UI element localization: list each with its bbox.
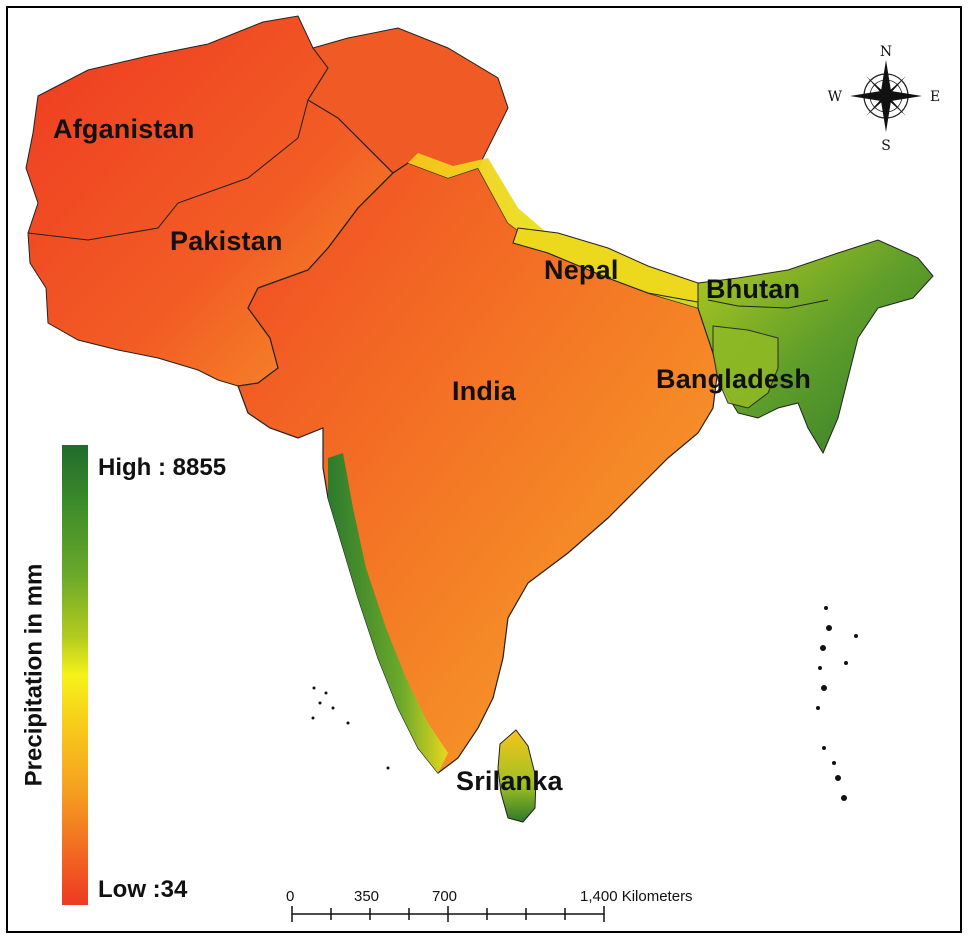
label-bangladesh: Bangladesh bbox=[656, 364, 812, 394]
islands bbox=[311, 606, 858, 801]
legend-title: Precipitation in mm bbox=[10, 445, 58, 905]
compass-rose-icon: N S E W bbox=[828, 44, 941, 154]
scale-label-0: 0 bbox=[286, 888, 295, 905]
label-srilanka: Srilanka bbox=[456, 766, 563, 796]
legend-title-text: Precipitation in mm bbox=[20, 563, 48, 787]
label-india: India bbox=[452, 376, 517, 406]
label-pakistan: Pakistan bbox=[170, 226, 283, 256]
scale-label-700: 700 bbox=[432, 888, 458, 905]
label-afganistan: Afganistan bbox=[53, 114, 195, 144]
region-srilanka bbox=[497, 729, 537, 823]
country-borders bbox=[27, 99, 829, 309]
scale-label-350: 350 bbox=[354, 888, 380, 905]
south-asia-map: N S E W bbox=[25, 15, 941, 922]
legend-high-label: High : 8855 bbox=[98, 454, 227, 481]
map-frame: N S E W Afganistan Pakistan Nepal Bhutan… bbox=[6, 6, 962, 933]
region-bangladesh bbox=[712, 325, 779, 409]
compass-n: N bbox=[880, 44, 892, 60]
scale-bar bbox=[291, 906, 605, 922]
legend-color-ramp bbox=[62, 445, 88, 905]
label-bhutan: Bhutan bbox=[706, 274, 801, 304]
compass-s: S bbox=[881, 138, 891, 154]
label-nepal: Nepal bbox=[544, 255, 619, 285]
legend-low-label: Low :34 bbox=[98, 876, 188, 903]
compass-w: W bbox=[828, 89, 843, 105]
region-western-ghats bbox=[328, 453, 448, 773]
compass-e: E bbox=[930, 89, 940, 105]
scale-label-1400: 1,400 Kilometers bbox=[580, 888, 693, 905]
